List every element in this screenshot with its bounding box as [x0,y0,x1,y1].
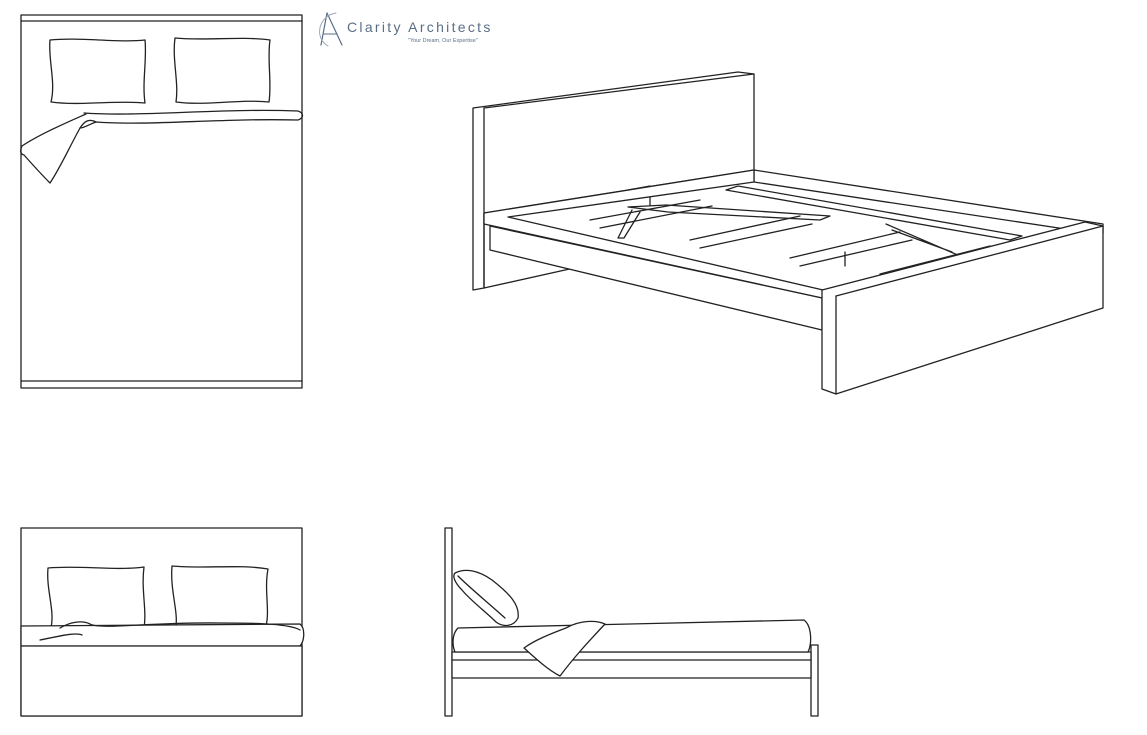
side-frame-rail [451,651,812,679]
brand-logo: Clarity Architects "Your Dream, Our Expe… [319,12,493,47]
front-pillow-right [171,565,269,627]
plan-duvet-fold [79,109,304,129]
front-base [20,645,303,717]
iso-slat-2 [689,215,813,249]
top-plan-view [20,14,304,389]
iso-footboard-top [835,225,1104,297]
iso-slat-3 [789,231,913,267]
front-elevation-view [20,527,305,717]
side-elevation-view [444,527,819,717]
iso-footboard [821,221,1104,395]
isometric-view [472,71,1104,395]
iso-slat-1 [589,199,713,229]
iso-inner-support-rail [725,185,1023,241]
side-headboard [444,527,453,717]
side-footboard [810,644,819,717]
iso-leg-bracket-2 [885,223,961,257]
iso-headboard-top-edge [483,73,755,109]
plan-pillow-left [49,38,147,105]
brand-name: Clarity Architects [347,19,493,35]
side-pillow [453,569,519,627]
side-pillow-seam [457,575,506,619]
iso-headboard-bottom-edge [483,267,575,289]
plan-bed-frame [20,14,303,389]
front-duvet-fold [39,621,301,641]
side-duvet-drape [523,620,606,677]
plan-pillow-right [173,37,271,104]
compass-a-logo-icon [319,12,343,47]
brand-tagline: "Your Dream, Our Expertise" [408,38,478,44]
iso-center-beam [627,204,831,221]
front-pillow-left [47,566,146,629]
plan-duvet-corner [20,113,97,184]
